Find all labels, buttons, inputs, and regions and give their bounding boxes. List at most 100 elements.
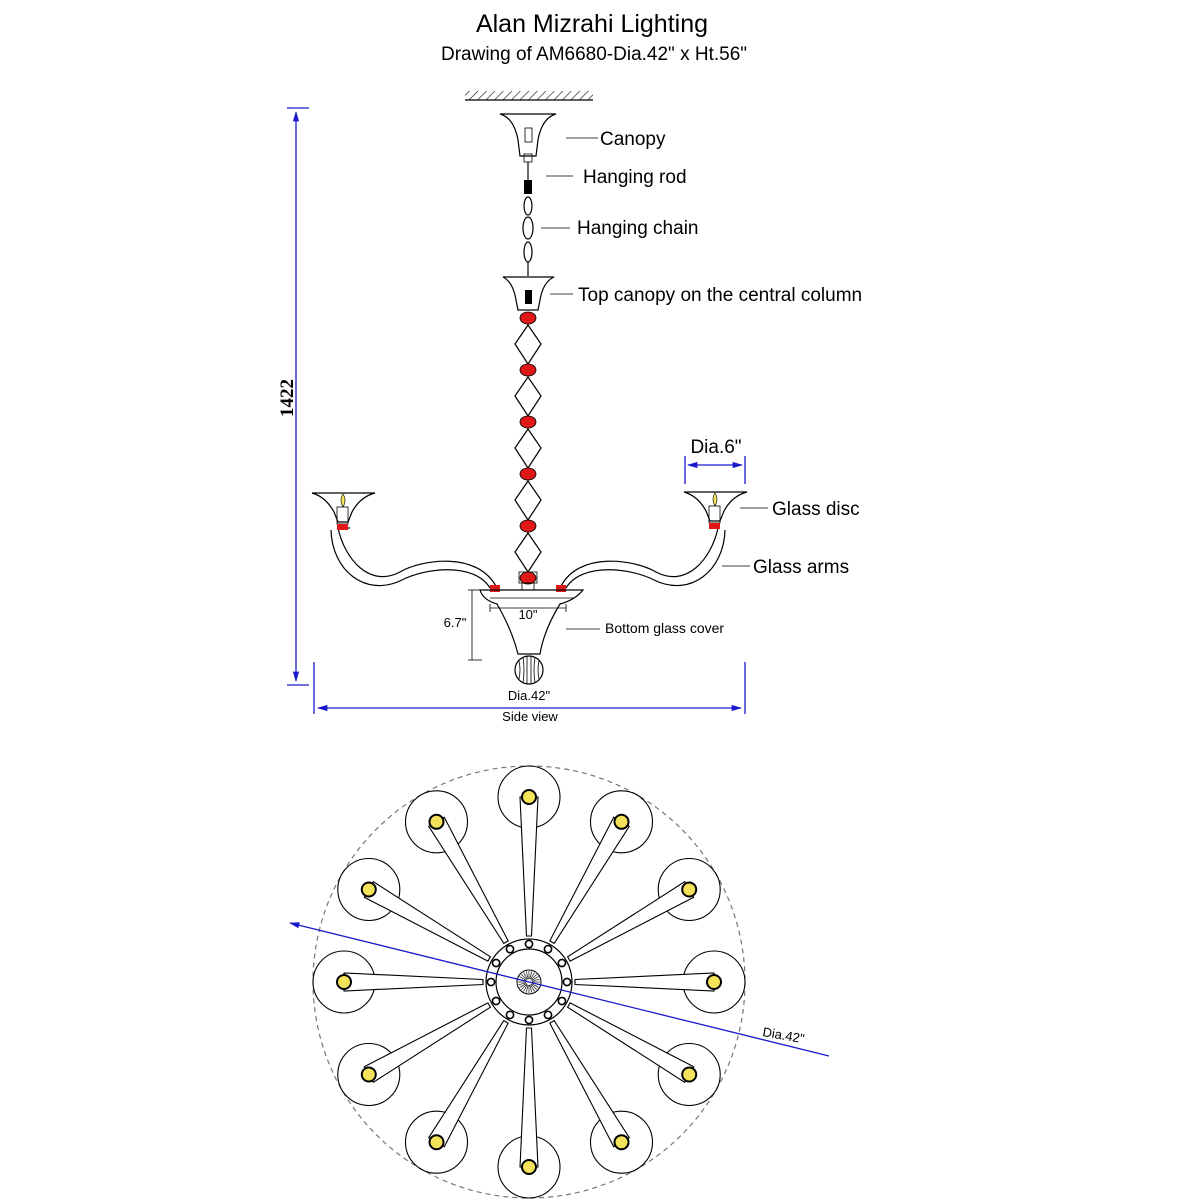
hanging-chain-label: Hanging chain — [577, 218, 698, 239]
arm-stem — [363, 1002, 492, 1084]
hub-peg — [486, 977, 496, 987]
hub-rib — [531, 983, 539, 988]
arm-stem — [427, 816, 509, 945]
arm-stem — [519, 1027, 539, 1168]
side-view-caption: Side view — [502, 709, 558, 724]
cup-disc — [337, 1042, 401, 1107]
arm-11 — [337, 857, 501, 968]
canopy-label: Canopy — [600, 129, 666, 150]
cup-disc — [657, 1042, 721, 1107]
hub-rib — [530, 984, 535, 992]
arm-stem — [549, 816, 631, 945]
drawing-subtitle: Drawing of AM6680-Dia.42" x Ht.56" — [441, 44, 747, 65]
cup-dimension: Dia.6" — [684, 437, 746, 484]
bulb-icon — [706, 974, 722, 990]
hub-rib — [519, 976, 527, 981]
bulb-icon — [521, 1159, 537, 1175]
hub-rib — [525, 971, 529, 980]
arm-9 — [337, 996, 501, 1107]
glass-disc-right — [683, 491, 748, 529]
hub-middle-ring — [495, 948, 563, 1016]
drawing-title: Alan Mizrahi Lighting — [476, 10, 708, 38]
bottom-cover-label: Bottom glass cover — [605, 620, 724, 636]
hub-peg — [505, 944, 515, 954]
arm-1 — [497, 765, 561, 949]
hub-peg — [491, 996, 501, 1006]
height-dimension-label: 1422 — [277, 379, 298, 417]
glass-disc-left — [311, 492, 376, 530]
hub-peg — [557, 996, 567, 1006]
hub-peg — [491, 958, 501, 968]
hub-rib — [530, 973, 538, 981]
arm-8 — [404, 1010, 515, 1174]
central-column — [514, 311, 542, 585]
base-height-label: 6.7" — [444, 615, 467, 630]
hanging-chain — [522, 196, 534, 276]
arm-stem — [427, 1019, 509, 1148]
hub-rib — [529, 984, 533, 993]
cup-disc — [589, 790, 654, 854]
arm-3 — [557, 857, 721, 968]
hub-rib — [530, 972, 535, 980]
diameter-line — [288, 922, 830, 1057]
bulb-icon — [521, 789, 537, 805]
arm-2 — [543, 790, 654, 954]
arm-5 — [557, 996, 721, 1107]
arm-4 — [562, 950, 746, 1014]
top-canopy-label: Top canopy on the central column — [578, 285, 862, 306]
hanging-rod-label: Hanging rod — [583, 167, 687, 188]
glass-disc-label: Glass disc — [772, 499, 860, 520]
arm-12 — [404, 790, 515, 954]
arm-stem — [566, 880, 695, 962]
hub-peg — [524, 939, 534, 949]
hub-peg — [543, 944, 553, 954]
hub-rib — [518, 982, 527, 986]
hub-peg — [543, 1010, 553, 1020]
bulb-icon — [428, 1134, 445, 1151]
arm-stem — [519, 796, 539, 937]
hub-rib — [523, 972, 528, 980]
bulb-icon — [360, 881, 377, 898]
canopy — [499, 113, 557, 163]
cup-dimension-label: Dia.6" — [690, 437, 741, 458]
bulb-icon — [681, 1066, 698, 1083]
hub-ribs — [518, 971, 540, 993]
hub-peg — [524, 1015, 534, 1025]
hub-rib — [520, 973, 528, 981]
arm-stem — [574, 972, 715, 992]
cup-disc — [657, 857, 721, 922]
cup-disc — [589, 1110, 654, 1174]
bulb-icon — [360, 1066, 377, 1083]
hub-rib — [523, 984, 528, 992]
hub-rib — [520, 983, 528, 991]
finial — [514, 655, 544, 685]
bulb-icon — [613, 813, 630, 830]
hub-rib — [525, 984, 529, 993]
cup-disc — [404, 1110, 469, 1174]
arm-stem — [549, 1019, 631, 1148]
hub-rib — [531, 978, 540, 982]
hub-peg — [505, 1010, 515, 1020]
side-view: Canopy Hanging rod Hanging chain Top can… — [277, 91, 862, 724]
bulb-icon — [336, 974, 352, 990]
top-diameter-label: Dia.42" — [761, 1024, 806, 1046]
hanging-rod — [524, 162, 532, 194]
base-height-dimension: 6.7" — [444, 589, 482, 661]
top-view: Dia.42" — [288, 765, 830, 1199]
top-canopy — [502, 276, 555, 311]
bulb-icon — [613, 1134, 630, 1151]
base-width-dimension: 10" — [489, 604, 567, 622]
base-width-label: 10" — [518, 607, 537, 622]
width-dimension: Dia.42" — [313, 662, 746, 714]
hub-peg — [557, 958, 567, 968]
hub-rib — [531, 976, 539, 981]
hub-rib — [529, 971, 533, 980]
glass-arms-label: Glass arms — [753, 557, 849, 578]
glass-arm-right — [556, 527, 726, 592]
bulb-icon — [681, 881, 698, 898]
arm-7 — [497, 1015, 561, 1199]
arm-stem — [343, 972, 484, 992]
bottom-glass-cover — [479, 571, 585, 655]
